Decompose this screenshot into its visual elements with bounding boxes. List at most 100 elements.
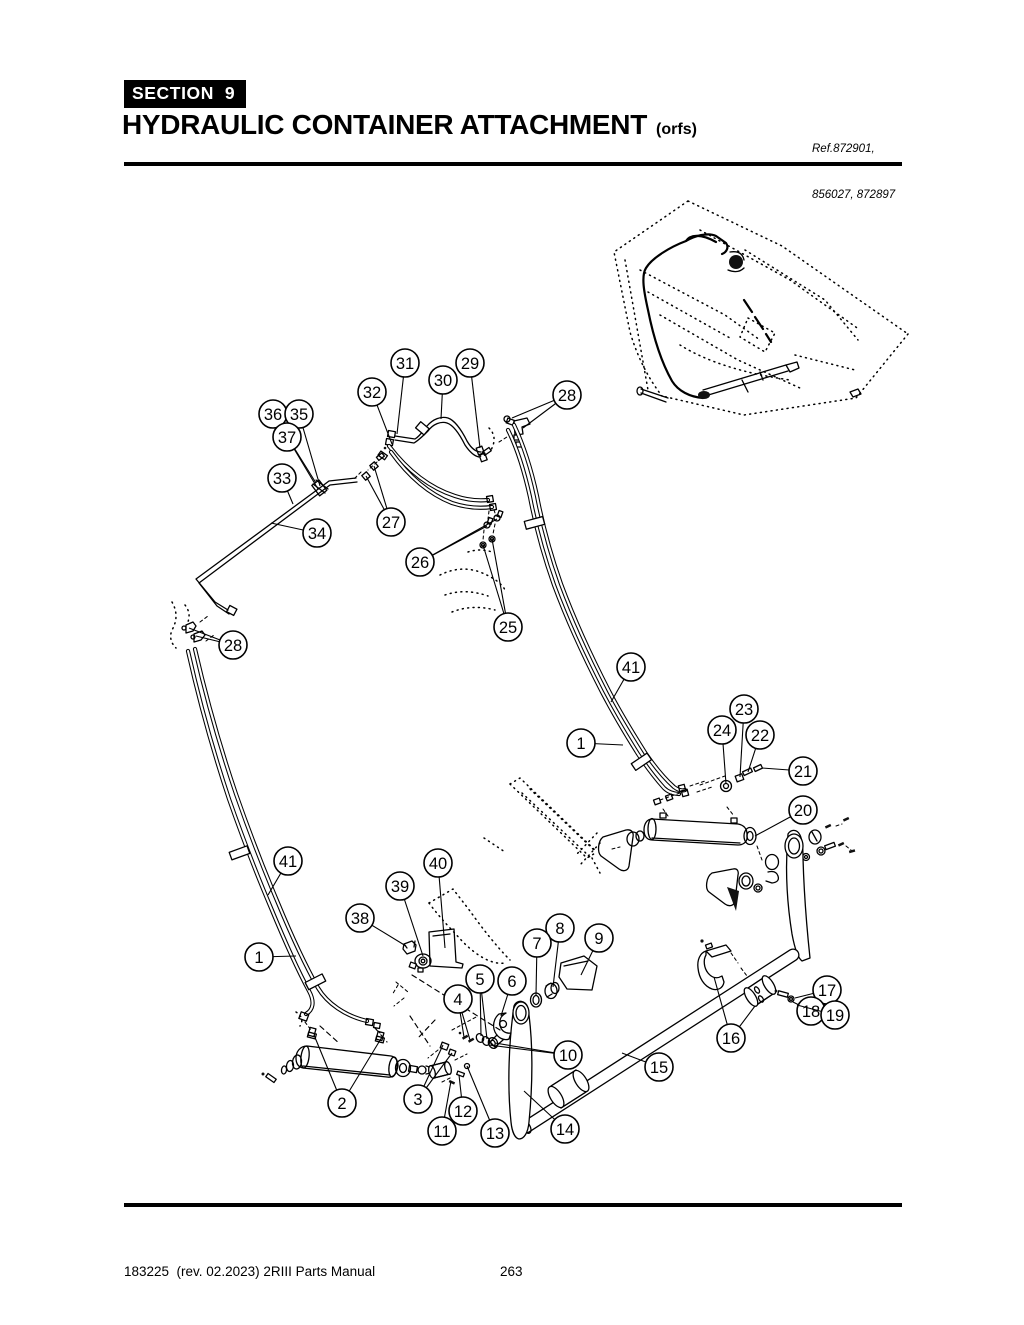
- callout-10: 10: [488, 1040, 583, 1070]
- callout-balloon: [390, 348, 420, 378]
- callout-balloon: [244, 942, 274, 972]
- callout-3: 3: [403, 1044, 453, 1114]
- callout-41: 41: [610, 652, 646, 703]
- callout-number: 16: [722, 1030, 740, 1048]
- callout-number: 2: [337, 1095, 346, 1113]
- callout-balloon: [493, 612, 523, 642]
- callout-number: 20: [794, 802, 812, 820]
- callout-number: 10: [559, 1047, 577, 1065]
- callout-balloon: [267, 463, 297, 493]
- callout-number: 31: [396, 355, 414, 373]
- callout-balloon: [480, 1118, 510, 1148]
- callout-balloon: [448, 1096, 478, 1126]
- callout-balloon: [465, 964, 495, 994]
- page-title: HYDRAULIC CONTAINER ATTACHMENT: [122, 109, 648, 140]
- callout-number: 19: [826, 1007, 844, 1025]
- page-title-suffix: (orfs): [656, 121, 697, 138]
- machine-thumbnail: [613, 200, 909, 416]
- callout-number: 4: [453, 991, 462, 1009]
- callout-number: 33: [273, 470, 291, 488]
- callout-number: 6: [507, 973, 516, 991]
- callout-balloon: [385, 871, 415, 901]
- callout-41: 41: [267, 846, 303, 896]
- callout-8: 8: [545, 913, 575, 988]
- callout-number: 11: [433, 1123, 450, 1141]
- callout-number: 41: [279, 853, 297, 871]
- callout-number: 13: [486, 1125, 504, 1143]
- header-rule: [124, 162, 902, 166]
- footer-doc-info: 183225 (rev. 02.2023) 2RIII Parts Manual: [124, 1264, 376, 1279]
- callout-37: 37: [272, 422, 319, 490]
- callout-number: 38: [351, 910, 369, 928]
- callout-number: 8: [555, 920, 564, 938]
- link-plate-hardware: [427, 955, 598, 1140]
- callout-27: 27: [365, 465, 406, 537]
- callout-17: 17: [794, 975, 842, 1005]
- callout-number: 29: [461, 355, 479, 373]
- pivot-arm-and-bar: [519, 829, 811, 1134]
- callout-number: 41: [622, 659, 640, 677]
- callout-21: 21: [761, 756, 818, 786]
- callout-39: 39: [385, 871, 424, 957]
- footer-page-number: 263: [500, 1264, 523, 1279]
- callout-balloon: [272, 422, 302, 452]
- callout-balloon: [427, 1116, 457, 1146]
- callout-19: 19: [796, 1000, 850, 1030]
- callout-22: 22: [745, 720, 775, 773]
- left-hose-pair: [185, 646, 381, 1034]
- callout-number: 5: [475, 971, 484, 989]
- callout-balloon: [273, 846, 303, 876]
- callout-balloon: [788, 756, 818, 786]
- callout-balloon: [345, 903, 375, 933]
- callout-balloon: [423, 848, 453, 878]
- callout-29: 29: [455, 348, 485, 449]
- callout-number: 1: [576, 735, 585, 753]
- callout-number: 12: [454, 1103, 472, 1121]
- callout-balloon: [820, 1000, 850, 1030]
- section-badge: SECTION 9: [124, 80, 247, 108]
- callout-balloon: [428, 365, 458, 395]
- callout-balloon: [284, 399, 314, 429]
- callout-1: 1: [244, 942, 297, 972]
- callout-balloon: [553, 1040, 583, 1070]
- callout-number: 24: [713, 722, 731, 740]
- footer-rule: [124, 1203, 902, 1207]
- callout-balloon: [327, 1088, 357, 1118]
- right-hose-pair: [505, 422, 713, 806]
- exploded-parts-artwork: [169, 200, 909, 1140]
- bar-strap: [697, 950, 725, 991]
- callout-number: 28: [558, 387, 576, 405]
- callout-13: 13: [466, 1065, 510, 1148]
- callout-balloon: [455, 348, 485, 378]
- callout-number: 22: [751, 727, 769, 745]
- thumbnail-hose: [642, 234, 718, 400]
- callout-28: 28: [188, 627, 248, 660]
- ghost-plate: [483, 777, 601, 874]
- callout-balloon: [616, 652, 646, 682]
- reference-line: Ref.872901,: [812, 143, 875, 156]
- callout-7: 7: [522, 928, 552, 996]
- callout-number: 7: [532, 935, 541, 953]
- callout-number: 37: [278, 429, 296, 447]
- callout-number: 9: [594, 930, 603, 948]
- callout-balloon: [522, 928, 552, 958]
- callout-number: 36: [264, 406, 282, 424]
- callout-balloon: [566, 728, 596, 758]
- callout-balloon: [357, 377, 387, 407]
- callout-30: 30: [428, 365, 458, 420]
- upper-cylinder-assembly: [575, 763, 856, 911]
- callout-balloon: [550, 1114, 580, 1144]
- callout-33: 33: [267, 463, 297, 505]
- callout-balloon: [405, 547, 435, 577]
- callout-35: 35: [284, 399, 321, 487]
- callout-number: 34: [308, 525, 326, 543]
- callout-balloon: [707, 715, 737, 745]
- left-steel-tube: [169, 452, 386, 649]
- callout-number: 1: [254, 949, 263, 967]
- reference-note: Ref.872901, 856027, 872897: [812, 112, 895, 218]
- callout-balloon: [545, 913, 575, 943]
- callout-6: 6: [497, 966, 527, 1017]
- callout-balloon: [443, 984, 473, 1014]
- callout-number: 40: [429, 855, 447, 873]
